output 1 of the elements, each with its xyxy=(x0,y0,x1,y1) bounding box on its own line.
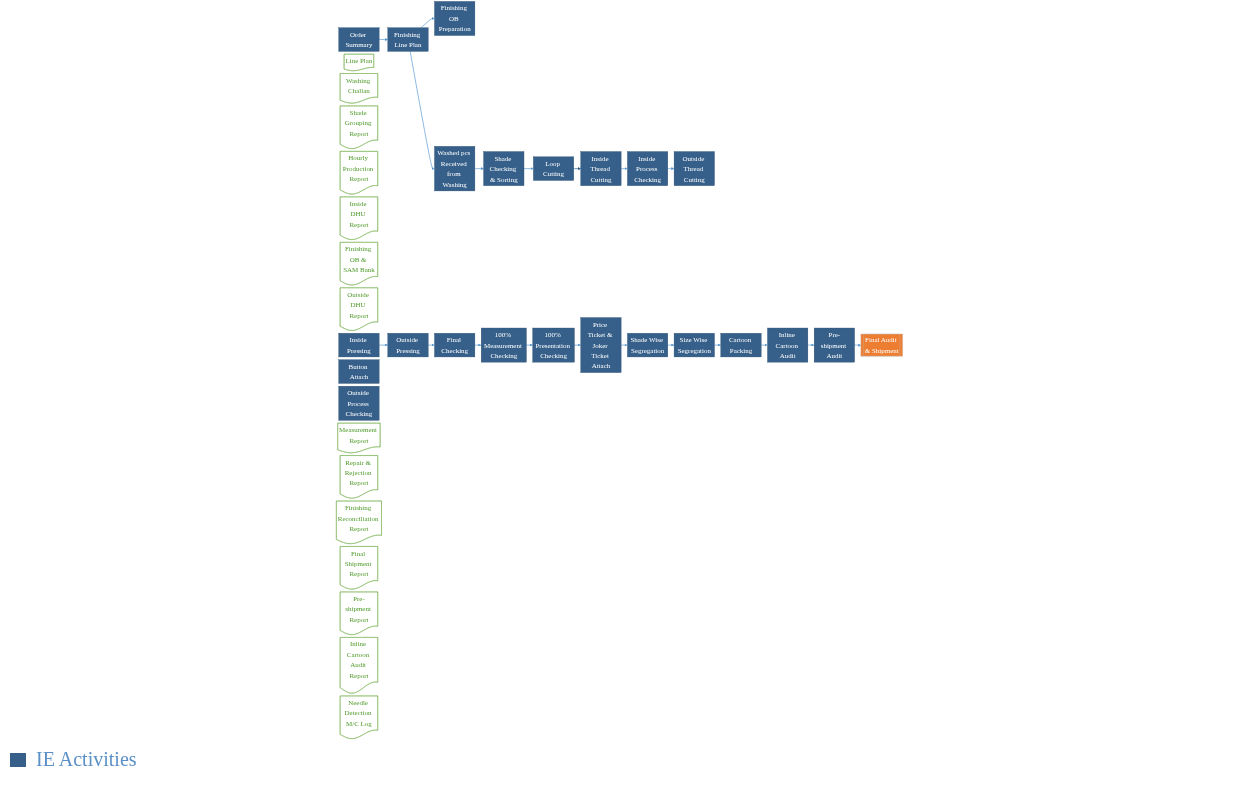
legend-label: IE Activities xyxy=(36,748,137,771)
